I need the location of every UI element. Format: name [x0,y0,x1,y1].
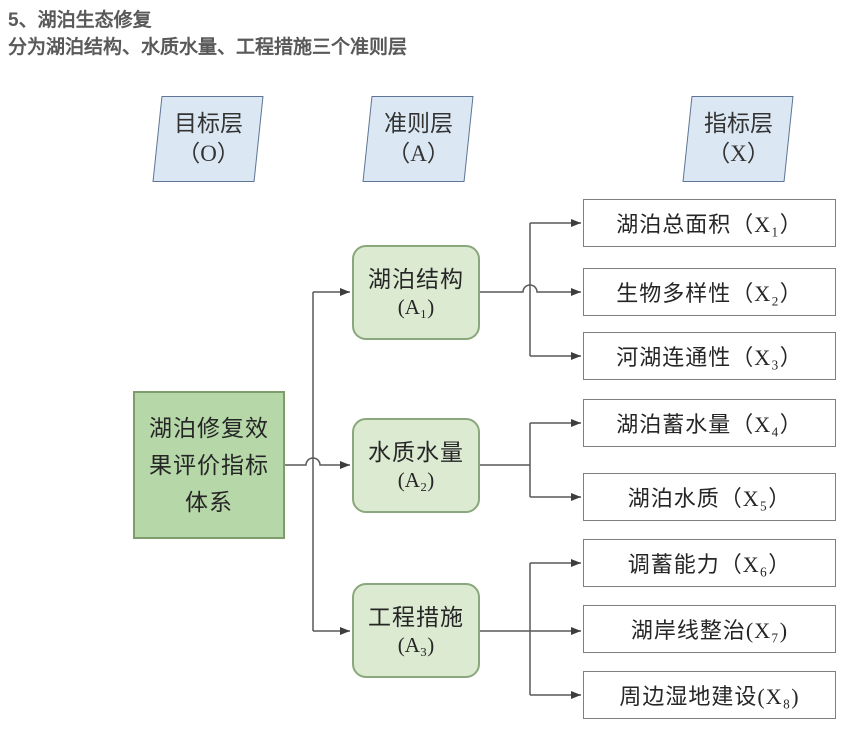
layer-header-criteria: 准则层 （A） [362,96,474,182]
indicator-node-x7: 湖岸线整治(X₇) [583,605,836,653]
page-title: 5、湖泊生态修复 [8,10,152,31]
page-subtitle: 分为湖泊结构、水质水量、工程措施三个准则层 [8,37,408,58]
indicator-node-x4: 湖泊蓄水量（X₄） [583,399,836,447]
criteria3-to-indicators-wires [480,559,581,699]
criteria-node-a2-name: 水质水量 [368,439,464,465]
criteria2-to-indicators-wires [480,419,581,501]
criteria1-to-indicators-wires [480,219,581,360]
criteria-node-a1: 湖泊结构 (A₁) [352,245,480,340]
layer-header-goal: 目标层 （O） [152,96,264,182]
layer-header-indicator-label: 指标层 （X） [703,111,773,166]
goal-to-criteria-wires [285,288,350,635]
layer-header-indicator: 指标层 （X） [682,96,794,182]
indicator-node-x6: 调蓄能力（X₆） [583,539,836,587]
criteria-node-a3-name: 工程措施 [368,604,464,630]
indicator-node-x8: 周边湿地建设(X₈) [583,671,836,719]
layer-header-goal-label: 目标层 （O） [173,111,243,166]
criteria-node-a2-code: (A₂) [397,467,435,492]
indicator-node-x1: 湖泊总面积（X₁） [583,199,836,247]
indicator-node-x5: 湖泊水质（X₅） [583,473,836,521]
indicator-node-x2: 生物多样性（X₂） [583,268,836,316]
goal-node: 湖泊修复效果评价指标体系 [133,391,285,539]
criteria-node-a3: 工程措施 (A₃) [352,583,480,678]
goal-node-label: 湖泊修复效果评价指标体系 [149,415,269,515]
indicator-node-x3: 河湖连通性（X₃） [583,332,836,380]
criteria-node-a1-name: 湖泊结构 [368,266,464,292]
criteria-node-a1-code: (A₁) [397,294,435,319]
layer-header-criteria-label: 准则层 （A） [383,111,453,166]
criteria-node-a3-code: (A₃) [397,632,435,657]
criteria-node-a2: 水质水量 (A₂) [352,418,480,513]
